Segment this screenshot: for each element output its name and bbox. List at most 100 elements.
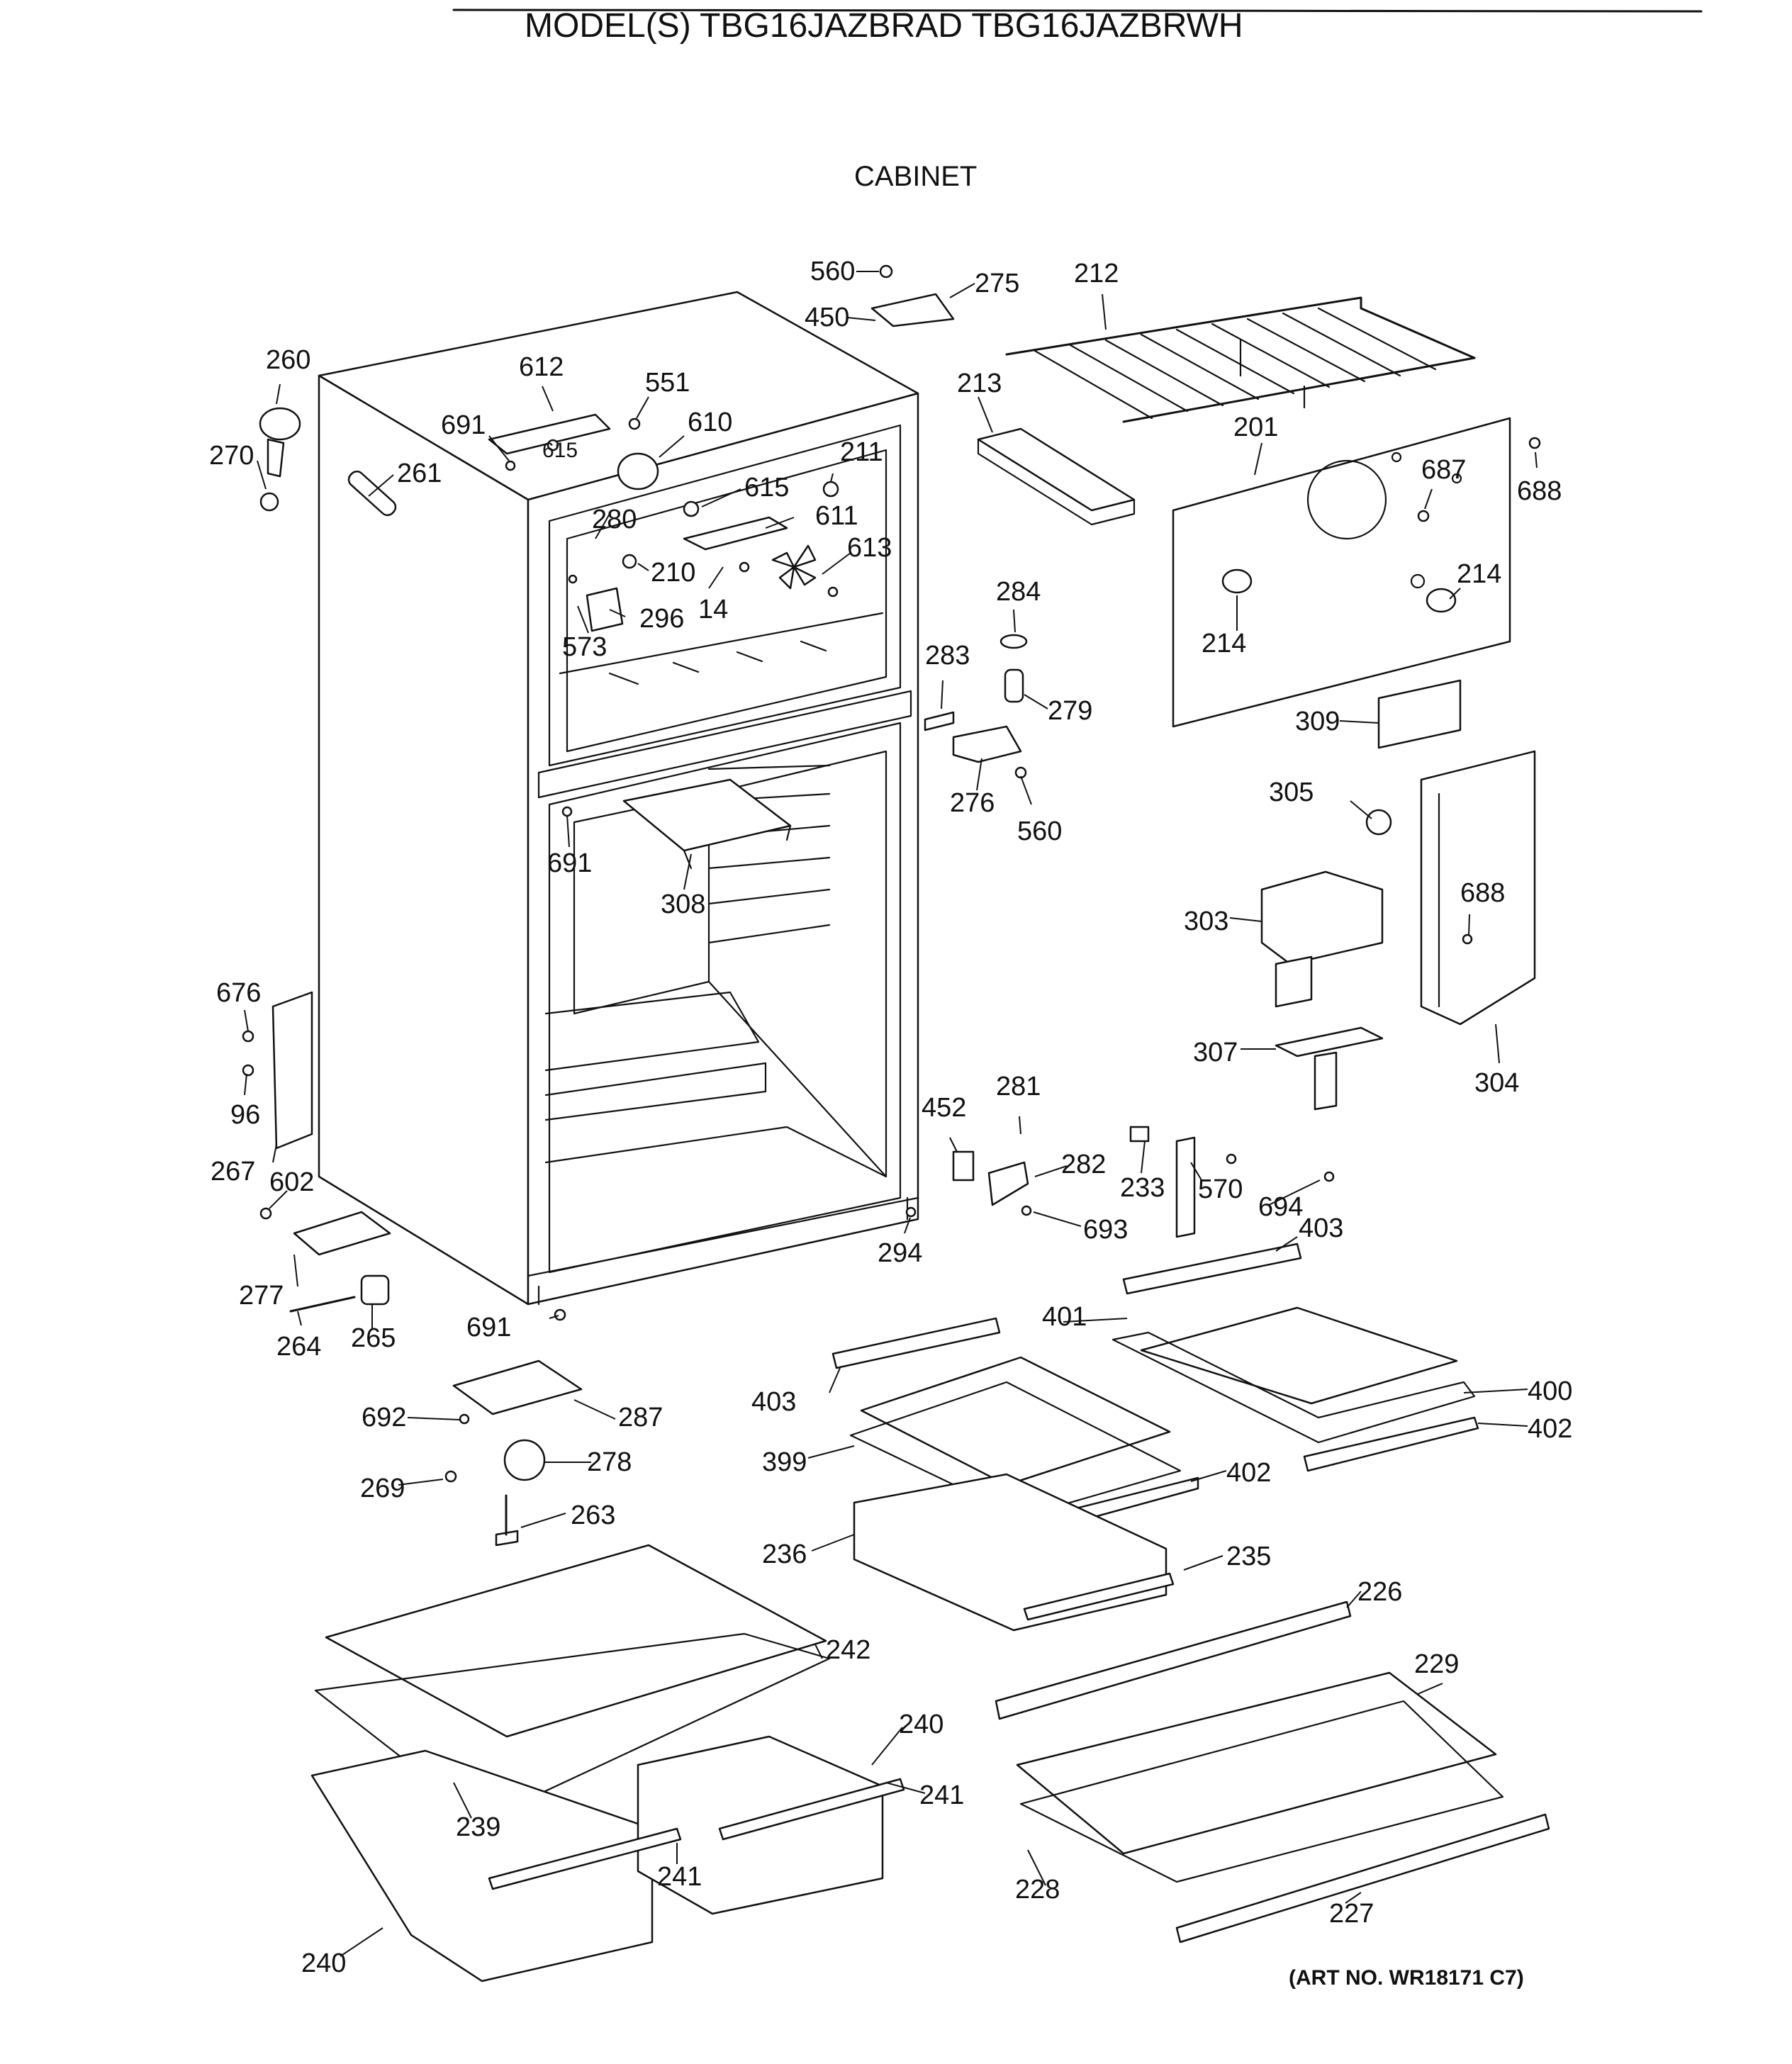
drain-fitting [259, 407, 301, 441]
callout-688: 688 [1517, 476, 1562, 506]
callout-242: 242 [826, 1635, 870, 1665]
fan-blade [771, 544, 817, 590]
roller [360, 1274, 390, 1306]
callout-687: 687 [1421, 455, 1466, 485]
callout-210: 210 [651, 558, 695, 588]
callout-280: 280 [592, 505, 637, 534]
callout-267: 267 [211, 1157, 255, 1187]
callout-304: 304 [1474, 1068, 1519, 1098]
callout-226: 226 [1357, 1577, 1402, 1607]
thermostat [617, 452, 659, 490]
callout-239: 239 [456, 1812, 500, 1842]
shelf-glass-left [860, 1356, 1171, 1486]
callout-309: 309 [1295, 707, 1340, 736]
hinge-bracket [987, 1161, 1029, 1206]
callout-452: 452 [922, 1093, 966, 1123]
callout-214-left: 214 [1202, 629, 1246, 658]
callout-284: 284 [996, 577, 1041, 607]
callout-610: 610 [688, 408, 732, 437]
thermostat-bracket [488, 413, 611, 455]
callout-236: 236 [762, 1539, 807, 1569]
roller-axle [289, 1296, 356, 1313]
callout-615: 615 [744, 473, 789, 503]
callout-693: 693 [1083, 1215, 1128, 1245]
callout-573: 573 [562, 632, 607, 662]
callout-214-right: 214 [1457, 559, 1501, 589]
fan-bracket [683, 516, 788, 551]
wire-shelf [1005, 296, 1476, 423]
callout-551: 551 [645, 368, 690, 398]
crisper-handle-left [488, 1827, 682, 1890]
callout-279: 279 [1048, 696, 1092, 726]
callout-227: 227 [1329, 1899, 1374, 1929]
callout-labels: 560 275 450 212 260 612 551 610 213 201 … [209, 257, 1572, 1978]
callout-305: 305 [1269, 778, 1314, 807]
callout-399: 399 [762, 1447, 807, 1477]
model-title: MODEL(S) TBG16JAZBRAD TBG16JAZBRWH [525, 7, 1243, 45]
callout-265: 265 [351, 1323, 396, 1353]
leader-lines [244, 271, 1538, 1957]
callout-240-left: 240 [301, 1948, 346, 1978]
callout-201: 201 [1233, 413, 1278, 442]
callout-261: 261 [397, 459, 442, 488]
callout-401: 401 [1042, 1302, 1087, 1332]
callout-450: 450 [805, 303, 849, 332]
spacer [952, 1150, 975, 1182]
callout-240-right: 240 [899, 1710, 943, 1739]
callout-570: 570 [1198, 1174, 1243, 1204]
cabinet-body [318, 291, 919, 1306]
callout-560: 560 [810, 257, 855, 286]
screws [242, 264, 1541, 1483]
callout-613: 613 [847, 533, 892, 563]
callout-308: 308 [661, 890, 705, 919]
callout-403-right: 403 [1299, 1213, 1343, 1243]
shelf-rail-long-bottom [1175, 1813, 1550, 1944]
callout-213: 213 [957, 369, 1002, 398]
air-duct [1420, 750, 1536, 1026]
meat-pan [853, 1473, 1167, 1632]
caster-wheel [503, 1439, 546, 1481]
callout-676: 676 [216, 978, 261, 1008]
callout-277: 277 [239, 1281, 284, 1311]
crisper-drawer-left [310, 1749, 654, 1982]
callout-691-lower: 691 [466, 1313, 511, 1342]
callout-403-left: 403 [751, 1387, 796, 1417]
rail [1175, 1136, 1196, 1238]
callout-691-middle: 691 [547, 848, 592, 878]
mounting-plate [452, 1359, 583, 1415]
shelf-rail-left [831, 1317, 1001, 1369]
callout-691: 691 [441, 410, 486, 440]
hinge-bracket-bottom [271, 991, 313, 1150]
callout-233: 233 [1120, 1173, 1165, 1203]
callout-276: 276 [950, 788, 995, 818]
rating-label [1377, 679, 1462, 749]
clip [1129, 1126, 1150, 1143]
shelf-trim-front-right [1303, 1416, 1479, 1472]
callout-303: 303 [1184, 907, 1228, 936]
callout-612: 612 [519, 352, 564, 382]
callout-560-lower: 560 [1017, 817, 1062, 846]
callout-287: 287 [618, 1403, 663, 1432]
callout-294: 294 [878, 1238, 922, 1268]
control-knob [1365, 809, 1392, 836]
meat-pan-handle [1023, 1572, 1175, 1621]
callout-282: 282 [1061, 1150, 1106, 1179]
callout-14: 14 [698, 595, 728, 624]
callout-235: 235 [1226, 1542, 1271, 1571]
top-hinge [870, 293, 955, 327]
art-number: (ART NO. WR18171 C7) [1289, 1966, 1524, 1990]
callout-602: 602 [269, 1167, 314, 1197]
callout-688-lower: 688 [1460, 878, 1505, 908]
center-hinge [952, 725, 1022, 763]
callout-270: 270 [209, 441, 254, 471]
callout-228: 228 [1015, 1875, 1060, 1905]
hinge-pin [1004, 668, 1024, 703]
callout-692: 692 [362, 1403, 406, 1432]
washer [999, 634, 1028, 649]
callout-402-right: 402 [1528, 1414, 1572, 1444]
callout-402-left: 402 [1226, 1458, 1271, 1488]
shelf-rail-right [1122, 1243, 1302, 1295]
crisper-cover [325, 1544, 827, 1738]
callout-615-small: 615 [542, 439, 578, 462]
